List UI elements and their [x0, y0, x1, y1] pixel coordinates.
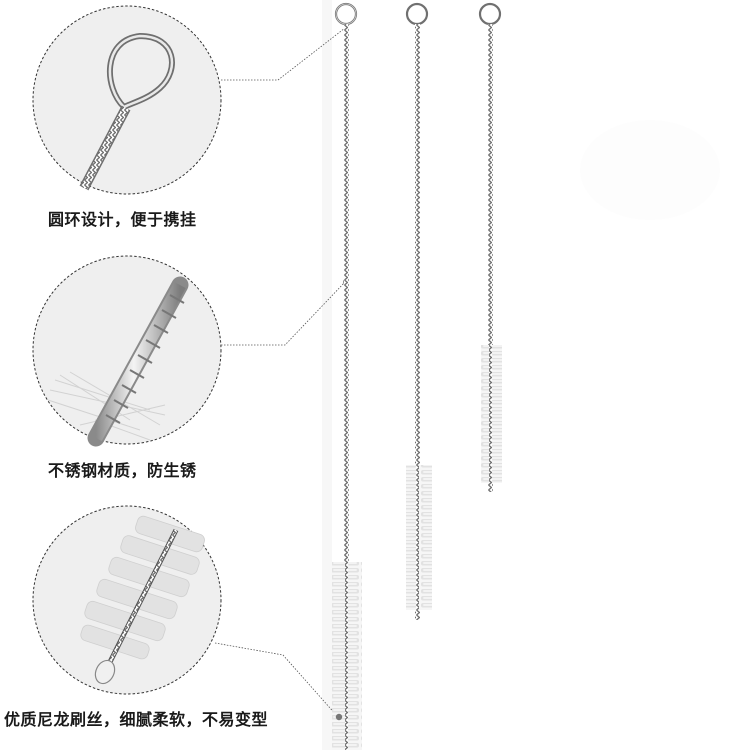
bristle-tufts-icon [80, 515, 205, 660]
detail-circle-ring [32, 5, 222, 195]
brush-short [478, 2, 502, 492]
brush-medium [405, 2, 432, 620]
brush-long [332, 2, 362, 750]
detail-circle-steel [32, 255, 222, 447]
caption-ring: 圆环设计，便于携挂 [48, 210, 197, 229]
leader-line-ring [221, 27, 346, 81]
caption-steel: 不锈钢材质，防生锈 [48, 461, 197, 480]
detail-circle-nylon [32, 505, 222, 695]
twisted-steel-icon [87, 276, 189, 447]
leader-line-steel [221, 281, 346, 346]
twisted-core-icon [94, 528, 179, 685]
ring-icon [478, 2, 502, 26]
shadow [322, 0, 332, 750]
ring-icon [405, 2, 429, 26]
ring-loop-icon [79, 32, 175, 191]
faint-background-mark [580, 120, 720, 220]
caption-nylon: 优质尼龙刷丝，细腻柔软，不易变型 [4, 710, 269, 729]
leader-line-nylon [214, 642, 339, 718]
pointer-dot [335, 713, 343, 721]
